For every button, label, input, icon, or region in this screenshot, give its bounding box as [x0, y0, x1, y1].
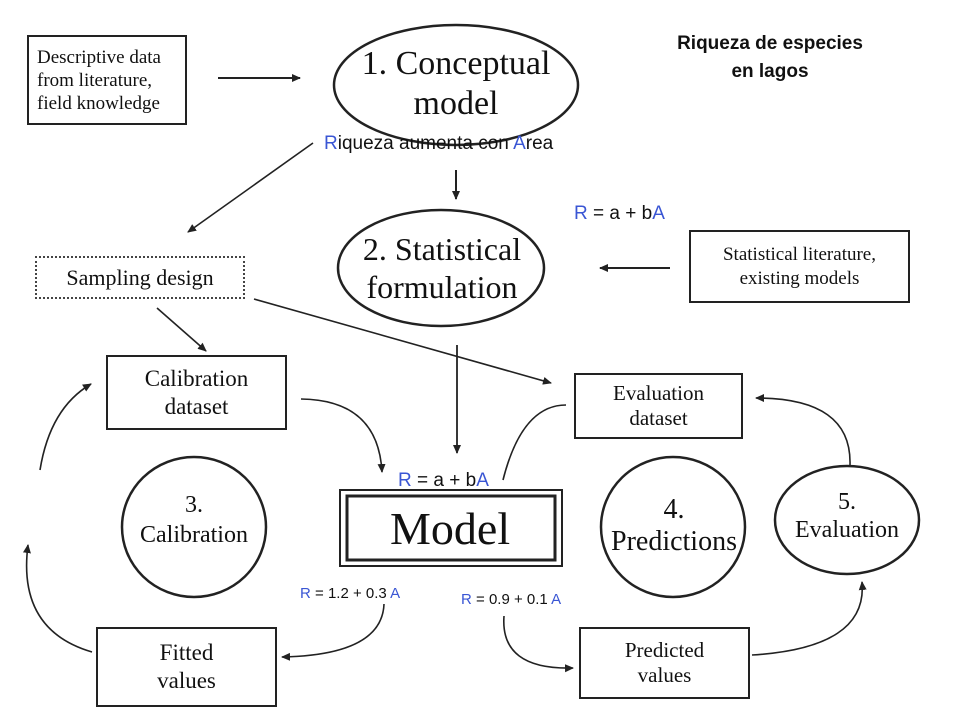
arrow-predicted-to-evaluation	[751, 581, 867, 656]
predictions-circle	[599, 455, 747, 599]
arrow-sampling-to-evaluation	[253, 298, 552, 385]
descriptive-line-3: field knowledge	[37, 92, 160, 114]
evaluation-dataset-box: Evaluation dataset	[574, 373, 743, 439]
model-text: Model	[390, 503, 511, 554]
formula-top-mid: = a + b	[587, 203, 653, 224]
arrow-model-to-predicted	[503, 615, 574, 673]
formula-top-r: R	[574, 203, 588, 224]
formula-model-r: R	[398, 470, 412, 491]
fitted-line-1: Fitted	[159, 640, 214, 665]
title-line-2: en lagos	[731, 61, 809, 82]
diagram-title: Riqueza de especies en lagos	[640, 30, 900, 86]
statistical-line-1: 2. Statistical	[362, 231, 522, 267]
predictions-stage-number: 4.	[663, 494, 685, 525]
formula-top: R = a + bA	[574, 203, 665, 225]
arrow-calibration-dataset-to-model	[300, 398, 386, 473]
formula-top-a: A	[652, 203, 665, 224]
note-a: A	[513, 133, 526, 154]
note-r: R	[324, 133, 338, 154]
predicted-formula-mid: = 0.9 + 0.1	[471, 591, 552, 608]
note-mid: iqueza aumenta con	[337, 133, 514, 154]
calibration-dataset-line-1: Calibration	[144, 365, 249, 391]
fitted-formula: R = 1.2 + 0.3 A	[300, 585, 400, 602]
model-inner-frame	[345, 494, 557, 562]
conceptual-model-ellipse	[332, 23, 580, 147]
fitted-line-2: values	[157, 668, 216, 693]
descriptive-line-2: from literature,	[37, 69, 153, 91]
calibration-dataset-line-2: dataset	[164, 393, 229, 419]
predicted-line-1: Predicted	[624, 638, 705, 662]
predicted-formula-a: A	[551, 591, 562, 608]
arrow-conceptual-to-sampling	[187, 142, 314, 233]
title-line-1: Riqueza de especies	[677, 33, 863, 54]
conceptual-note: Riqueza aumenta con Area	[324, 133, 553, 155]
evaluation-ellipse	[773, 464, 921, 576]
statistical-formulation-label: 2. Statistical formulation	[340, 230, 544, 306]
evaluation-stage-name: Evaluation	[795, 517, 899, 543]
fitted-formula-a: A	[390, 585, 401, 602]
predicted-line-2: values	[637, 663, 692, 687]
arrow-evaluation-to-evaluation-dataset	[755, 394, 851, 466]
evaluation-dataset-line-1: Evaluation	[613, 381, 704, 405]
evaluation-dataset-line-2: dataset	[629, 406, 688, 430]
conceptual-line-1: 1. Conceptual	[361, 45, 551, 82]
conceptual-line-2: model	[413, 85, 499, 122]
model-label: Model	[360, 502, 550, 556]
fitted-values-box: Fitted values	[96, 627, 277, 707]
calibration-dataset-box: Calibration dataset	[106, 355, 287, 430]
arrow-model-to-fitted	[281, 603, 385, 661]
arrow-evaluation-dataset-to-model	[502, 404, 567, 481]
sampling-label: Sampling design	[66, 264, 214, 290]
formula-model: R = a + bA	[398, 470, 489, 492]
note-end: rea	[525, 133, 554, 154]
arrow-fitted-to-calibration-left	[23, 544, 93, 653]
fitted-formula-r: R	[300, 585, 311, 602]
arrow-left-to-calibration-dataset	[39, 383, 92, 471]
evaluation-stage-number: 5.	[838, 489, 856, 515]
evaluation-stage-label: 5. Evaluation	[777, 488, 917, 544]
predicted-formula-r: R	[461, 591, 472, 608]
calibration-stage-number: 3.	[185, 492, 203, 518]
statistical-formulation-ellipse	[336, 208, 546, 328]
calibration-stage-label: 3. Calibration	[124, 490, 264, 550]
descriptive-data-box: Descriptive data from literature, field …	[27, 35, 187, 125]
statlit-line-1: Statistical literature,	[722, 243, 876, 265]
predicted-values-box: Predicted values	[579, 627, 750, 699]
descriptive-line-1: Descriptive data	[37, 46, 161, 68]
statlit-line-2: existing models	[739, 267, 860, 289]
statistical-line-2: formulation	[366, 269, 518, 305]
calibration-stage-name: Calibration	[140, 522, 248, 548]
conceptual-model-label: 1. Conceptual model	[336, 44, 576, 124]
statistical-literature-box: Statistical literature, existing models	[689, 230, 910, 303]
predictions-stage-name: Predictions	[611, 526, 737, 557]
arrow-sampling-to-calibration	[156, 307, 207, 352]
formula-model-a: A	[476, 470, 489, 491]
sampling-design-box: Sampling design	[35, 256, 245, 299]
predictions-stage-label: 4. Predictions	[604, 494, 744, 558]
fitted-formula-mid: = 1.2 + 0.3	[310, 585, 391, 602]
formula-model-mid: = a + b	[411, 470, 477, 491]
calibration-circle	[120, 455, 268, 599]
predicted-formula: R = 0.9 + 0.1 A	[461, 591, 561, 608]
